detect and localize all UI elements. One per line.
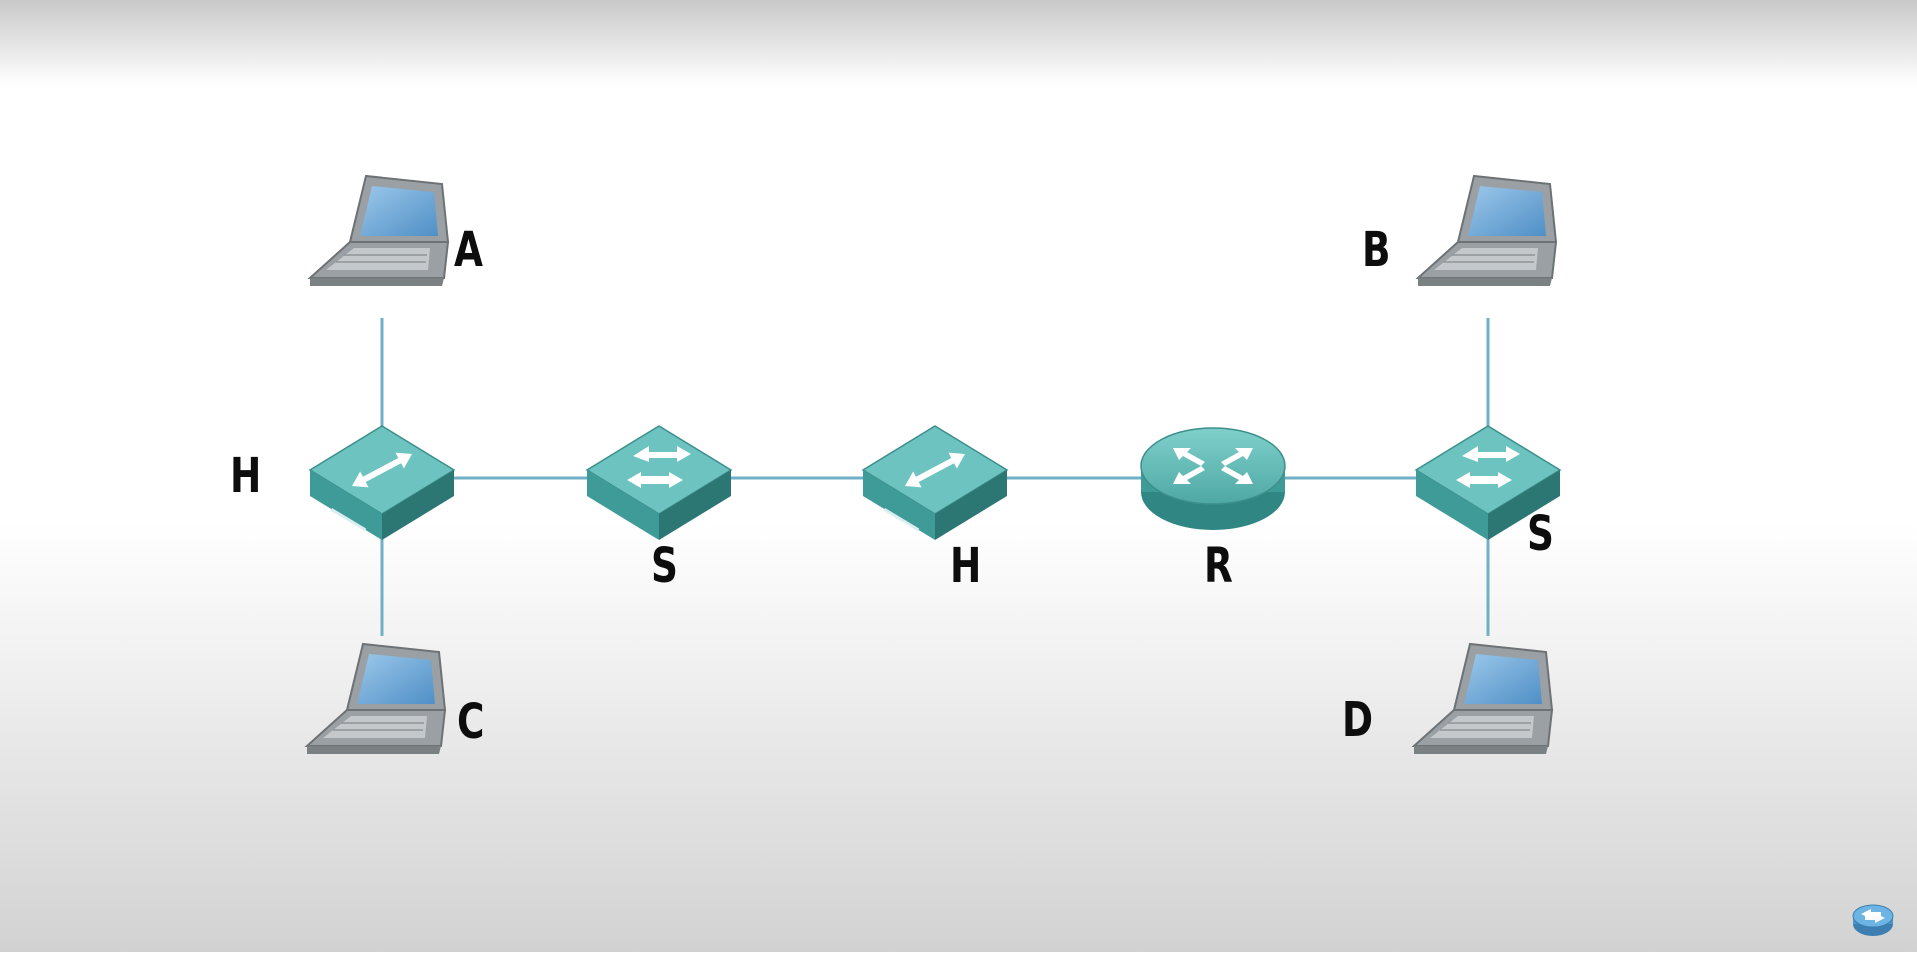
label-switch-right: S bbox=[1527, 506, 1555, 562]
router-icon bbox=[1140, 427, 1286, 531]
label-switch-center: S bbox=[651, 538, 679, 594]
label-laptop-c: C bbox=[457, 694, 486, 750]
label-laptop-a: A bbox=[454, 222, 484, 278]
label-hub-left: H bbox=[230, 448, 263, 504]
router-logo-icon bbox=[1852, 904, 1894, 936]
label-laptop-b: B bbox=[1362, 222, 1392, 278]
label-router: R bbox=[1204, 538, 1234, 594]
label-hub-center: H bbox=[950, 538, 983, 594]
label-laptop-d: D bbox=[1342, 692, 1374, 748]
